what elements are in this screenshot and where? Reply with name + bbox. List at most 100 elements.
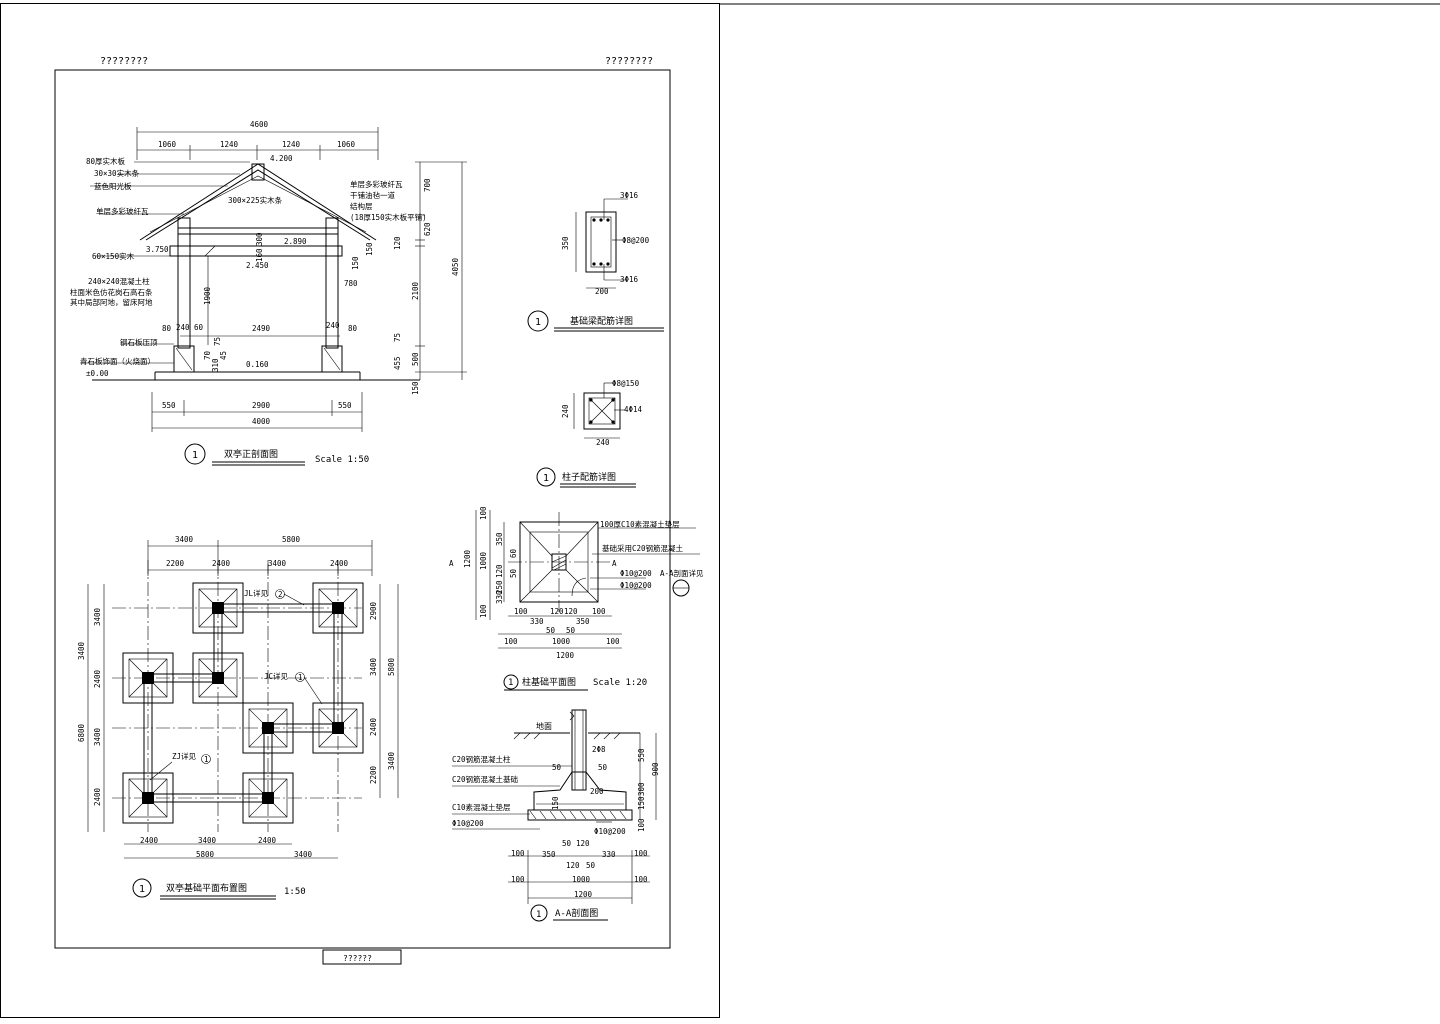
- elev-right-label-3: 结构层: [350, 201, 373, 211]
- layout-ri-2200: 2200: [369, 765, 378, 784]
- footing-ldim-100a: 100: [479, 506, 488, 520]
- layout-b1-2400: 2400: [140, 836, 159, 845]
- layout-marker: 1: [139, 884, 145, 895]
- beam-top-rebar: 3Φ16: [620, 191, 639, 200]
- footing-bdim-50b: 50: [566, 626, 576, 635]
- footing-note-4: Φ10@200: [620, 581, 652, 590]
- layout-top2-3400: 3400: [268, 559, 287, 568]
- layout-ri-2400: 2400: [369, 717, 378, 736]
- elev-top-dim-3: 1240: [282, 140, 301, 149]
- aa-b2-edge-l: 100: [511, 875, 525, 884]
- elev-bdim-total: 4000: [252, 417, 271, 426]
- footing-ldim-60: 60: [509, 548, 518, 558]
- layout-top1-3400: 3400: [175, 535, 194, 544]
- elev-marker: 1: [192, 450, 198, 461]
- column-height: 240: [561, 404, 570, 418]
- elev-label-6: 240×240混凝土柱: [88, 276, 150, 286]
- layout-top2-2400b: 2400: [330, 559, 349, 568]
- elev-scale: Scale 1:50: [315, 455, 369, 465]
- layout-marker-circle: [132, 878, 152, 898]
- elev-mdim-300: 300: [255, 232, 264, 246]
- footer-label: ??????: [343, 954, 372, 963]
- column-section-drawing: Φ8@150 4Φ14 240 240 1 柱子配筋详图: [536, 379, 643, 488]
- layout-li-2400: 2400: [93, 669, 102, 688]
- layout-b1-3400: 3400: [198, 836, 217, 845]
- elev-label-10: 青石板饰面（火烧面）: [80, 356, 155, 366]
- elev-rdim-120: 120: [393, 236, 402, 250]
- layout-top2-2200: 2200: [166, 559, 185, 568]
- elev-label-3: 蓝色阳光板: [94, 181, 132, 191]
- footing-bdim-330: 330: [530, 617, 544, 626]
- aa-rebar-right: Φ10@200: [594, 827, 626, 836]
- elev-bdim-550b: 550: [338, 401, 352, 410]
- aa-idim-150: 150: [551, 796, 560, 810]
- elev-mdim-150b: 150: [365, 242, 374, 256]
- elev-label-8: 其中局部阿地，留床阿地: [70, 297, 153, 307]
- aa-rdim-900: 900: [651, 762, 660, 776]
- footing-bdim-100b: 100: [592, 607, 606, 616]
- elev-level-2890: 2.890: [284, 237, 307, 246]
- column-title: 柱子配筋详图: [562, 471, 616, 483]
- layout-title: 双亭基础平面布置图: [166, 882, 247, 894]
- footing-ldim-1200: 1200: [463, 549, 472, 568]
- layout-b1-2400b: 2400: [258, 836, 277, 845]
- aa-label-1: C20钢筋混凝土柱: [452, 754, 511, 764]
- beam-marker: 1: [535, 317, 541, 328]
- elev-idim-240b: 240: [326, 321, 340, 330]
- footing-bdim-100a: 100: [514, 607, 528, 616]
- beam-stirrup: Φ8@200: [622, 236, 650, 245]
- aa-rdim-550: 550: [637, 748, 646, 762]
- aa-idim-200: 200: [590, 787, 604, 796]
- elev-label-5: 60×150实木: [92, 251, 135, 261]
- footing-ldim-330: 330: [495, 590, 504, 604]
- elev-idim-80: 80: [162, 324, 172, 333]
- footing-bdim-mid: 1000: [552, 637, 571, 646]
- elev-top-dim-4: 1060: [337, 140, 356, 149]
- elev-idim-455: 455: [393, 356, 402, 370]
- aa-section-drawing: 地面 C20钢筋混凝土柱 C20钢筋混凝土基础 C10素混凝土垫层 Φ10@20…: [452, 709, 660, 922]
- footing-note-3: Φ10@200: [620, 569, 652, 578]
- elev-idim-75: 75: [213, 337, 222, 346]
- aa-label-2: C20钢筋混凝土基础: [452, 774, 518, 784]
- footing-scale: Scale 1:20: [593, 678, 647, 688]
- footer-box: [322, 949, 402, 965]
- footing-bdim-total: 1200: [556, 651, 575, 660]
- elev-rdim-150: 150: [411, 381, 420, 395]
- aa-rdim-100: 100: [637, 818, 646, 832]
- beam-width: 200: [595, 287, 609, 296]
- aa-b1-350: 350: [542, 850, 556, 859]
- elev-ridge-level: 4.200: [270, 154, 293, 163]
- aa-b1-120: 120: [576, 839, 590, 848]
- elev-level-0000: ±0.00: [86, 369, 109, 378]
- elev-top-dim-1: 1060: [158, 140, 177, 149]
- elev-right-label-4: (18厚150实木板平铺): [350, 212, 427, 222]
- aa-marker-circle: [530, 904, 548, 922]
- elev-idim-240: 240: [176, 323, 190, 332]
- aa-b1-330: 330: [602, 850, 616, 859]
- elev-rdim-500: 500: [411, 352, 420, 366]
- footing-section-mark-a2: A: [449, 559, 454, 568]
- elev-level-3750: 3.750: [146, 245, 169, 254]
- elev-label-9: 钢石板压顶: [120, 337, 158, 347]
- footing-note-5: A-A剖面详见: [660, 568, 704, 578]
- elev-label-4: 单层多彩玻纤瓦: [96, 206, 149, 216]
- column-marker-circle: [536, 467, 556, 487]
- aa-b-total: 1200: [574, 890, 593, 899]
- footing-section-mark-a: A: [612, 559, 617, 568]
- layout-lo-3400: 3400: [77, 641, 86, 660]
- footing-ldim-350: 350: [495, 532, 504, 546]
- layout-lo-6800: 6800: [77, 723, 86, 742]
- aa-marker: 1: [536, 910, 541, 920]
- aa-title: A-A剖面图: [555, 907, 598, 919]
- elev-idim-45: 45: [219, 351, 228, 360]
- footing-ldim-1000: 1000: [479, 551, 488, 570]
- elev-label-1: 80厚实木板: [86, 156, 126, 166]
- sheet-outer-border: [0, 3, 720, 1018]
- elev-idim-75b: 75: [393, 333, 402, 342]
- elev-title: 双亭正剖面图: [224, 448, 278, 460]
- footing-plan-drawing: 100厚C10素混凝土垫层 基础采用C20钢筋混凝土 Φ10@200 Φ10@2…: [449, 506, 704, 691]
- footing-ldim-250: 250: [495, 580, 504, 594]
- layout-callout-zj: ZJ详见: [172, 751, 197, 761]
- layout-callout-jc: JC详见: [264, 671, 289, 681]
- footing-note-2: 基础采用C20钢筋混凝土: [602, 543, 684, 553]
